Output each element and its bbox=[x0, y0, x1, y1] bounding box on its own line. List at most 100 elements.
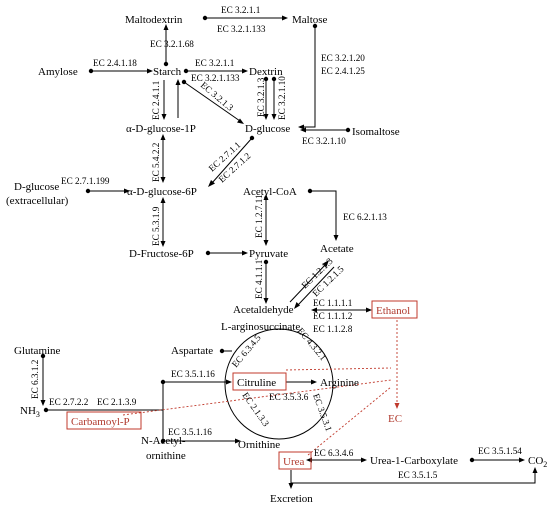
edge-dot bbox=[205, 250, 211, 256]
node-l-arginosuccinate: L-arginosuccinate bbox=[221, 321, 300, 333]
node-n-acetyl: N-Acetyl- bbox=[141, 435, 186, 447]
node-d-glucose: D-glucose bbox=[245, 123, 290, 135]
arrowhead bbox=[271, 114, 277, 120]
enzyme-labels: EC 3.2.1.1 EC 3.2.1.133 EC 3.2.1.68 EC 2… bbox=[30, 5, 522, 480]
node-amylose: Amylose bbox=[38, 66, 78, 78]
edge-dot bbox=[312, 23, 318, 29]
edge-urea-ec bbox=[307, 386, 392, 456]
urea-cycle-circle bbox=[224, 328, 334, 440]
arrowhead bbox=[208, 180, 215, 187]
arrowhead bbox=[161, 114, 167, 120]
node-alpha-glucose-6p: α-D-glucose-6P bbox=[127, 186, 197, 198]
ec-label: EC 3.2.1.1 bbox=[195, 58, 235, 68]
edge-dot bbox=[249, 135, 255, 141]
edge-dot bbox=[219, 348, 225, 354]
arrowhead bbox=[532, 467, 538, 473]
arrowhead bbox=[237, 118, 244, 124]
edge-acetaldehyde-acetate-a bbox=[289, 263, 327, 303]
ec-label: EC 3.5.1.16 bbox=[171, 369, 215, 379]
edge-citruline-ec bbox=[285, 367, 392, 371]
edge-dot bbox=[181, 79, 187, 85]
node-co2: CO2 bbox=[528, 455, 547, 469]
arrowhead bbox=[282, 15, 288, 21]
ec-label: EC 6.3.4.5 bbox=[230, 332, 263, 369]
node-extracellular-label: (extracellular) bbox=[6, 195, 69, 207]
arrowhead bbox=[124, 188, 130, 194]
edge-dot bbox=[263, 259, 269, 265]
ec-label: EC 4.1.1.1 bbox=[254, 259, 264, 299]
node-glutamine: Glutamine bbox=[14, 345, 61, 357]
ec-label: EC 3.5.1.54 bbox=[478, 446, 522, 456]
node-excretion: Excretion bbox=[270, 493, 313, 505]
arrowhead bbox=[235, 438, 241, 444]
edge-carbamoyl-ec bbox=[122, 379, 392, 416]
ec-label: EC 3.5.3.1 bbox=[311, 392, 334, 433]
ec-label: EC 3.5.3.6 bbox=[269, 392, 309, 402]
ec-label: EC 3.2.1.133 bbox=[191, 73, 240, 83]
node-maltodextrin: Maltodextrin bbox=[125, 14, 183, 26]
citruline-box bbox=[232, 372, 287, 391]
ec-label: EC 2.1.3.9 bbox=[97, 397, 137, 407]
node-acetaldehyde: Acetaldehyde bbox=[233, 304, 294, 316]
edge-dot bbox=[40, 353, 46, 359]
ec-label: EC 1.2.7.11 bbox=[254, 194, 264, 238]
arrowhead bbox=[160, 197, 166, 203]
node-carbamoyl-p: Carbamoyl-P bbox=[71, 416, 130, 428]
arrowhead bbox=[226, 379, 232, 385]
ec-label: EC 3.2.1.68 bbox=[150, 39, 194, 49]
edge-acetylcoa-acetate bbox=[310, 190, 337, 236]
arrowhead bbox=[300, 127, 306, 133]
arrowhead bbox=[263, 298, 269, 304]
node-d-fructose-6p: D-Fructose-6P bbox=[129, 248, 194, 260]
ec-label: EC 3.5.1.5 bbox=[398, 470, 438, 480]
ethanol-box bbox=[371, 300, 418, 319]
edge-dot bbox=[307, 188, 313, 194]
node-maltose: Maltose bbox=[292, 14, 328, 26]
ec-label: EC 5.4.2.2 bbox=[151, 142, 161, 182]
metabolite-labels: Maltodextrin Maltose Amylose Starch Dext… bbox=[6, 14, 547, 505]
node-aspartate: Aspartate bbox=[171, 345, 213, 357]
ec-label: EC 2.4.1.25 bbox=[321, 66, 365, 76]
ec-label: EC 3.2.1.20 bbox=[321, 53, 365, 63]
edge-dot bbox=[263, 76, 269, 82]
edge-dot bbox=[85, 188, 91, 194]
node-d-glucose-extracellular: D-glucose bbox=[14, 181, 59, 193]
arrowhead bbox=[160, 241, 166, 247]
ec-label: EC 3.2.1.1 bbox=[221, 5, 261, 15]
urea-box bbox=[278, 451, 312, 470]
arrowhead bbox=[323, 260, 329, 267]
node-dextrin: Dextrin bbox=[249, 66, 283, 78]
arrowhead bbox=[175, 79, 181, 85]
node-urea-1-carboxylate: Urea-1-Carboxylate bbox=[370, 455, 458, 467]
ec-label: EC 2.7.1.199 bbox=[61, 176, 110, 186]
edge-acetaldehyde-acetate-b bbox=[297, 266, 335, 306]
arrowhead bbox=[163, 24, 169, 30]
ec-label: EC 3.2.1.10 bbox=[302, 136, 346, 146]
edge-dot bbox=[469, 457, 475, 463]
edge-dot bbox=[163, 61, 169, 67]
ec-label: EC 6.2.1.13 bbox=[343, 212, 387, 222]
ec-label: EC 6.3.1.2 bbox=[30, 359, 40, 399]
node-ethanol: Ethanol bbox=[376, 305, 410, 317]
ec-label: EC 2.4.1.1 bbox=[151, 80, 161, 120]
edge-maltose-dglucose bbox=[302, 26, 316, 128]
arrowhead bbox=[263, 114, 269, 120]
edge-dot bbox=[345, 127, 351, 133]
ec-label: EC 6.3.4.6 bbox=[314, 448, 354, 458]
highlight-boxes bbox=[66, 300, 418, 470]
node-starch: Starch bbox=[153, 66, 182, 78]
ec-label: EC 2.7.2.2 bbox=[49, 397, 89, 407]
edge-dot bbox=[43, 407, 49, 413]
node-urea: Urea bbox=[283, 456, 304, 468]
ec-label: EC 1.1.1.1 bbox=[313, 298, 353, 308]
node-isomaltose: Isomaltose bbox=[352, 126, 400, 138]
ec-label: EC 1.1.1.2 bbox=[313, 311, 353, 321]
arrowhead bbox=[40, 400, 46, 406]
edge-dot bbox=[183, 68, 189, 74]
arrowhead bbox=[160, 134, 166, 140]
edge-dot bbox=[271, 76, 277, 82]
arrowhead bbox=[366, 307, 372, 313]
ec-label: EC 3.2.1.133 bbox=[217, 24, 266, 34]
arrowhead bbox=[298, 124, 304, 130]
